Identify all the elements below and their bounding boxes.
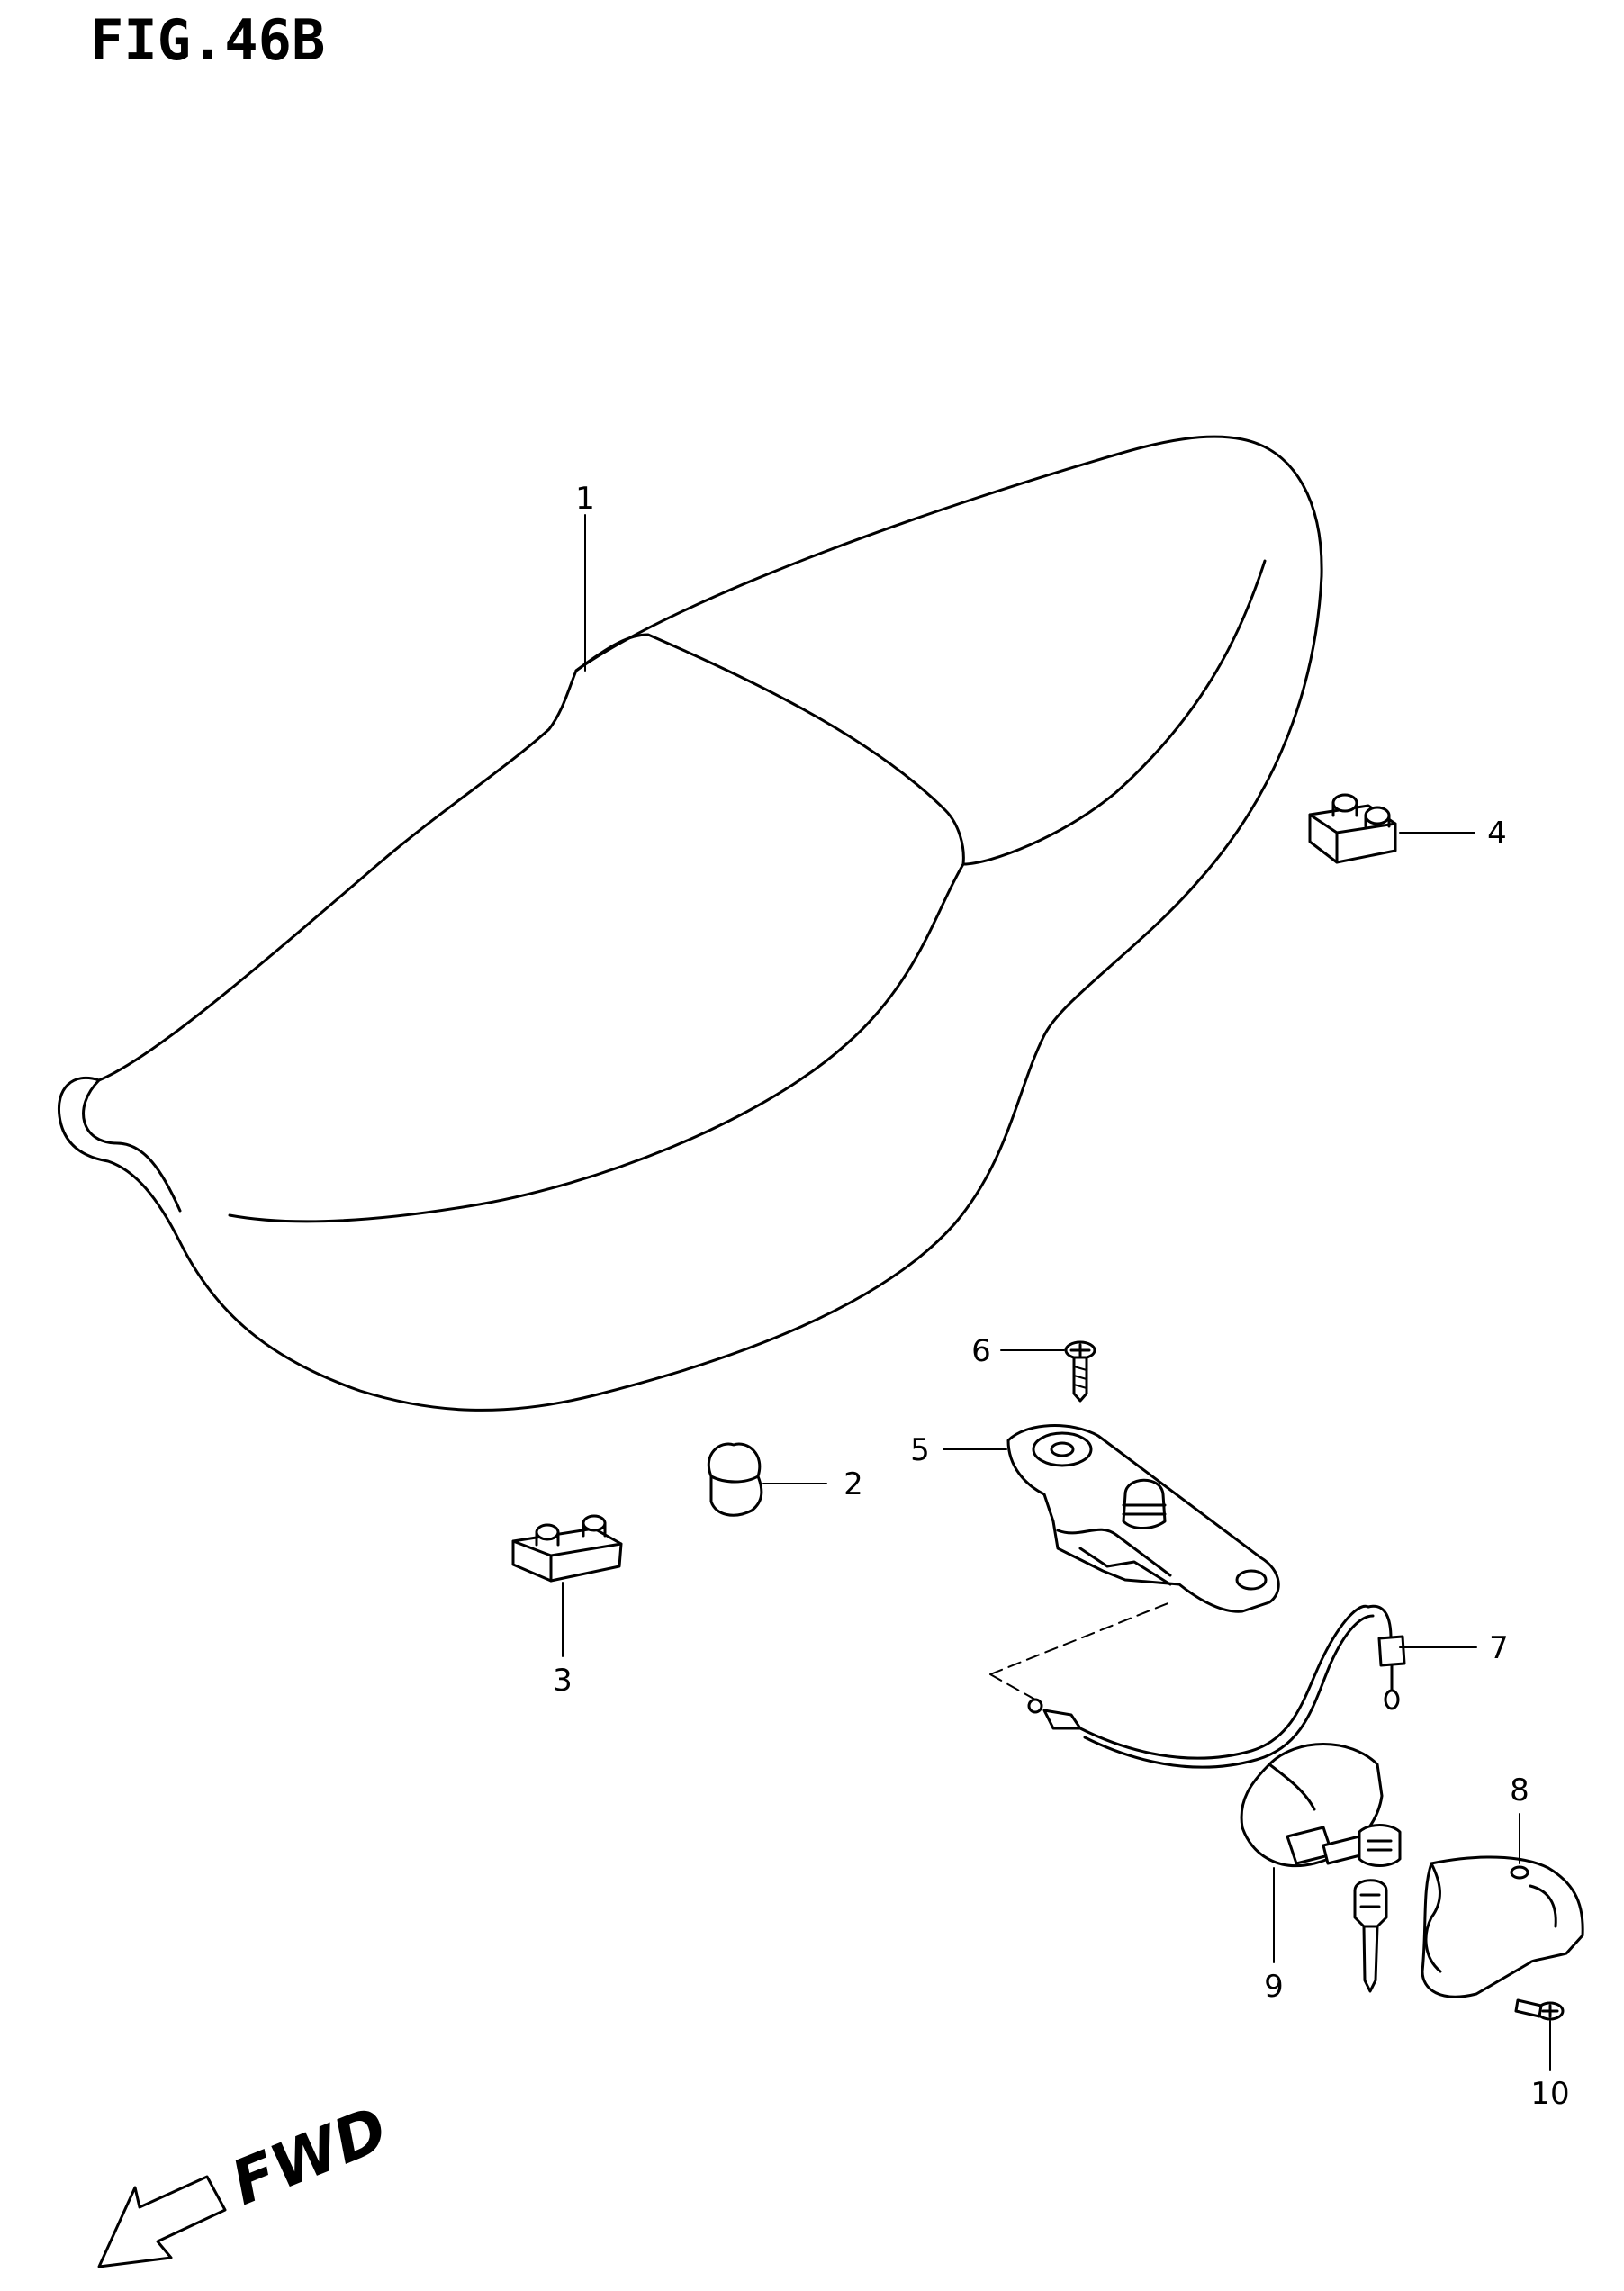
callout-6: 6: [971, 1333, 991, 1369]
callout-5: 5: [910, 1432, 930, 1468]
seat-lock-assembly-icon: 5: [910, 1424, 1280, 1613]
figure-title: FIG.46B: [90, 7, 325, 73]
cable-icon: 7: [989, 1601, 1509, 1769]
forward-arrow-icon: [97, 2175, 227, 2268]
callout-2: 2: [844, 1466, 863, 1502]
key-lock-set-icon: 9: [1240, 1743, 1402, 2005]
seat-bracket-icon: 4: [1308, 793, 1507, 864]
callout-7: 7: [1489, 1630, 1509, 1666]
lock-cover-icon: 8: [1421, 1772, 1584, 1998]
callout-1: 1: [575, 481, 595, 517]
callout-4: 4: [1487, 816, 1507, 852]
screw-icon: 10: [1514, 1998, 1570, 2112]
seat-bracket-icon: 3: [511, 1514, 623, 1699]
rubber-cushion-icon: 2: [707, 1442, 863, 1517]
callout-8: 8: [1510, 1772, 1529, 1808]
callout-10: 10: [1530, 2076, 1569, 2112]
screw-icon: 6: [971, 1333, 1096, 1403]
callout-9: 9: [1264, 1969, 1284, 2005]
seat-icon: 1: [57, 435, 1323, 1412]
callout-3: 3: [553, 1663, 573, 1699]
fwd-label: FWD: [222, 2094, 398, 2220]
